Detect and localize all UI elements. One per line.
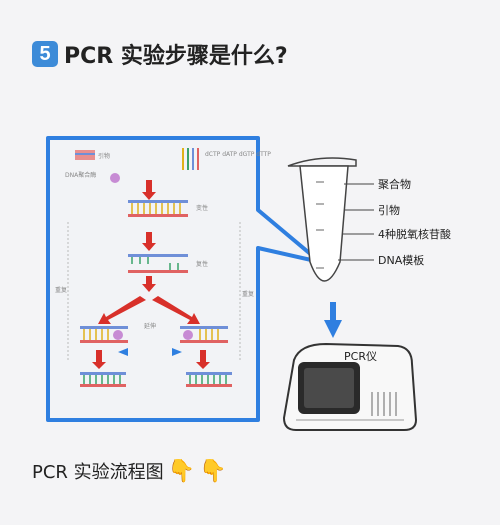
tube-label-template: DNA模板 xyxy=(378,253,424,267)
repeat-label-left: 重复 xyxy=(55,286,67,294)
svg-text:DNA聚合酶: DNA聚合酶 xyxy=(65,171,96,179)
repeat-label-right: 重复 xyxy=(242,290,254,298)
dna-double-strand-top: 变性 xyxy=(128,200,208,217)
flow-arrows xyxy=(142,180,156,292)
dna-extend-right xyxy=(180,326,228,343)
repeat-markers: 重复 重复 xyxy=(55,222,254,360)
dntp-label: dCTP dATP dGTP dTTP xyxy=(205,151,271,158)
dna-products xyxy=(80,372,232,387)
figure-caption: PCR 实验流程图 👇 👇 xyxy=(32,458,226,484)
split-arrows xyxy=(98,296,200,324)
anneal-label: 复性 xyxy=(196,260,208,268)
page-title: 5 PCR 实验步骤是什么? xyxy=(32,38,288,70)
diagram-frame xyxy=(46,136,322,422)
denature-label: 变性 xyxy=(196,204,208,212)
pcr-tube xyxy=(287,157,374,282)
tube-labels: 聚合物 引物 4种脱氧核苷酸 DNA模板 xyxy=(378,177,451,267)
dna-single-strands: 复性 xyxy=(128,254,208,273)
enzyme-icon: DNA聚合酶 xyxy=(65,171,120,183)
svg-text:引物: 引物 xyxy=(98,152,110,160)
tube-label-polymerase: 聚合物 xyxy=(378,177,411,191)
machine-label: PCR仪 xyxy=(344,350,377,363)
materials-block: dCTP dATP dGTP dTTP xyxy=(182,148,271,170)
final-arrows xyxy=(92,350,210,369)
pcr-machine xyxy=(282,342,418,431)
down-arrow xyxy=(324,302,342,338)
title-text: PCR 实验步骤是什么? xyxy=(64,44,288,69)
primer-strands: 引物 xyxy=(75,150,110,160)
tube-label-dntp: 4种脱氧核苷酸 xyxy=(378,227,451,241)
extend-text: 延伸 xyxy=(118,322,182,356)
caption-text: PCR 实验流程图 xyxy=(32,462,164,483)
number-badge: 5 xyxy=(32,41,58,67)
dna-extend-left xyxy=(80,326,128,343)
pointing-hand-icon: 👇 xyxy=(199,458,227,484)
extend-label: 延伸 xyxy=(144,322,156,330)
tube-label-primer: 引物 xyxy=(378,203,400,217)
pointing-hand-icon: 👇 xyxy=(167,458,196,484)
